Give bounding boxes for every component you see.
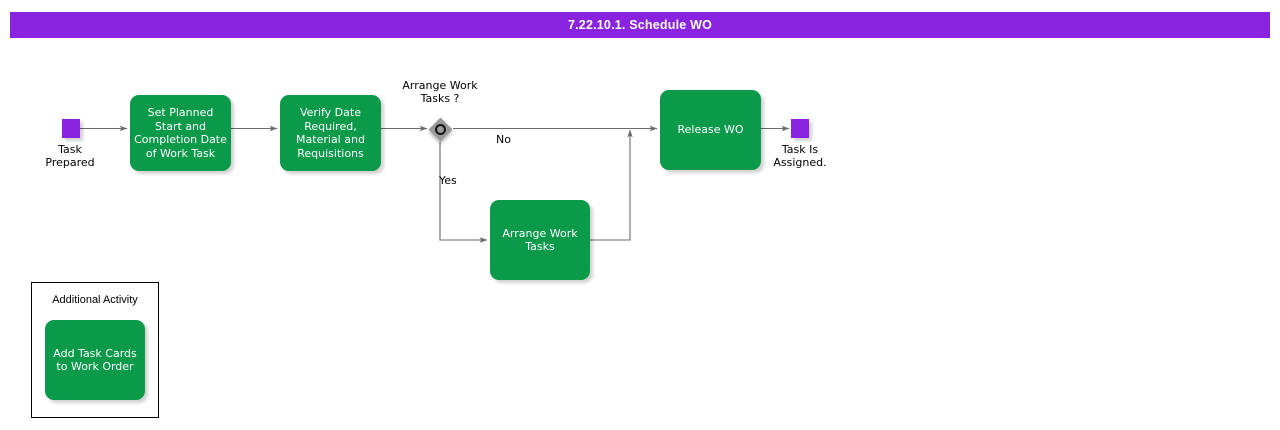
task-release-wo[interactable]: Release WO xyxy=(660,90,761,170)
end-event-label: Task Is Assigned. xyxy=(773,143,827,169)
task-arrange-work-tasks[interactable]: Arrange Work Tasks xyxy=(490,200,590,280)
start-event[interactable] xyxy=(62,119,80,138)
page-title: 7.22.10.1. Schedule WO xyxy=(10,12,1270,38)
gateway-arrange-work-tasks[interactable] xyxy=(427,116,453,142)
flow-label-yes: Yes xyxy=(439,174,457,187)
task-add-task-cards[interactable]: Add Task Cards to Work Order xyxy=(45,320,145,400)
end-event[interactable] xyxy=(791,119,809,138)
task-verify-date-required[interactable]: Verify Date Required, Material and Requi… xyxy=(280,95,381,171)
start-event-label: Task Prepared xyxy=(45,143,95,169)
additional-activity-title: Additional Activity xyxy=(52,294,138,306)
flow-label-no: No xyxy=(496,133,511,146)
gateway-label: Arrange Work Tasks ? xyxy=(402,79,478,105)
task-set-planned-dates[interactable]: Set Planned Start and Completion Date of… xyxy=(130,95,231,171)
gateway-inclusive-circle-icon xyxy=(435,124,446,135)
